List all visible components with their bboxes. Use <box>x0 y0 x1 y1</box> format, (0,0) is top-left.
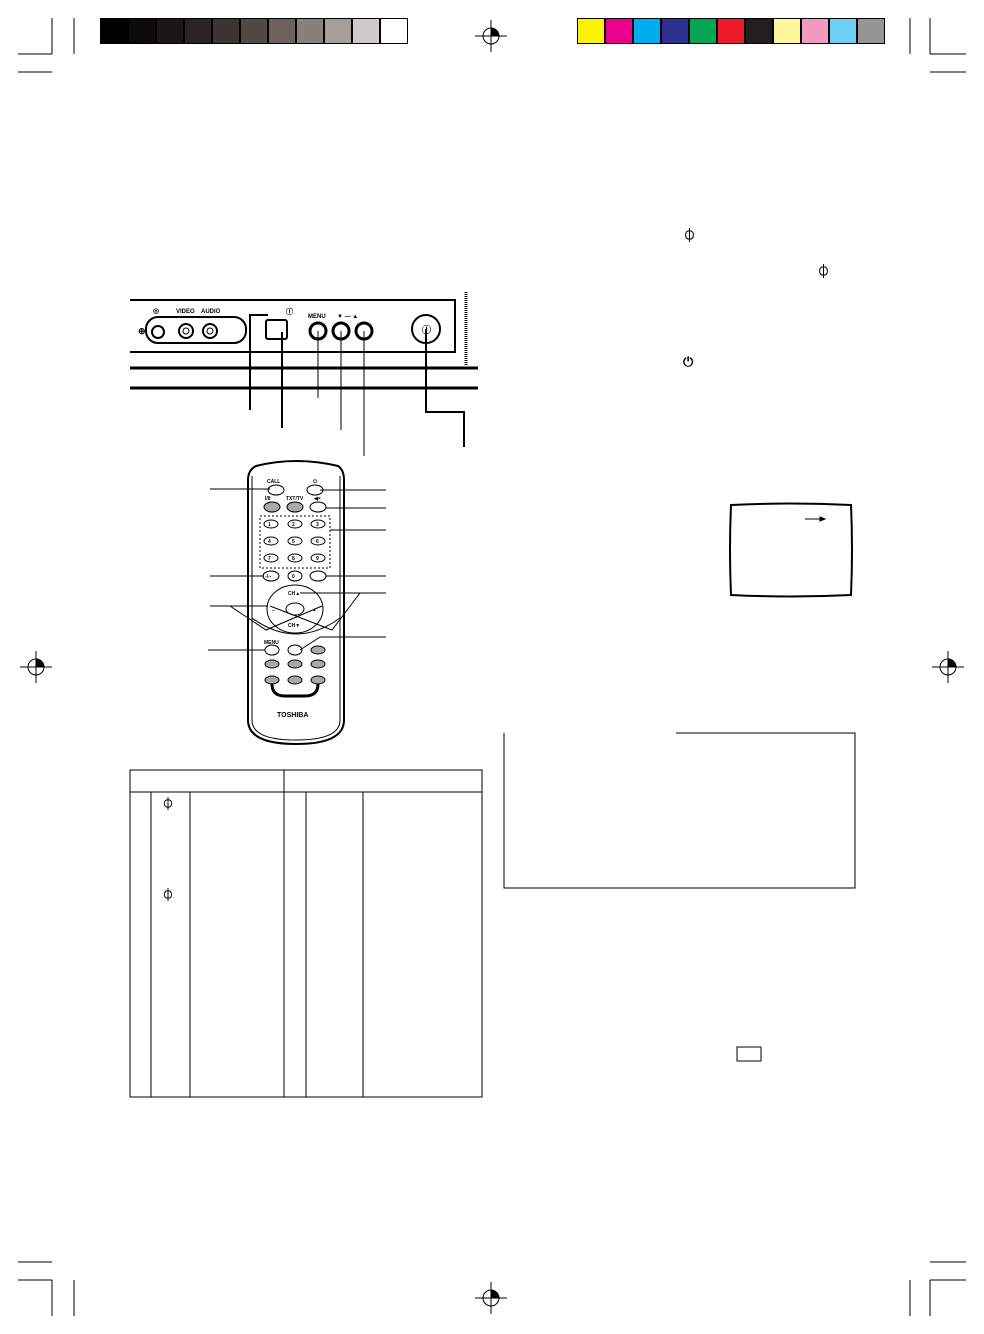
color-swatch <box>745 18 773 44</box>
color-swatch <box>156 18 184 44</box>
color-swatch <box>661 18 689 44</box>
color-swatch <box>212 18 240 44</box>
color-swatch <box>352 18 380 44</box>
txt-tv-label: TXT/TV <box>286 496 304 502</box>
power-icon: ⏀ <box>162 887 174 902</box>
brand-logo: TOSHIBA <box>277 712 308 719</box>
dual-label: I/II <box>265 496 271 502</box>
color-swatch <box>184 18 212 44</box>
screen-illustration <box>729 502 853 598</box>
digit-5: 5 <box>292 539 295 545</box>
tv-front-panel <box>130 292 478 456</box>
power-indicator-icon: Ⓘ <box>286 307 293 316</box>
digit-3: 3 <box>316 522 319 528</box>
color-swatch <box>240 18 268 44</box>
color-swatch <box>857 18 885 44</box>
ch-up-label: CH▲ <box>288 591 300 597</box>
call-label: CALL <box>267 479 280 485</box>
color-swatch <box>296 18 324 44</box>
mute-icon: ◀× <box>313 496 321 502</box>
color-swatch <box>605 18 633 44</box>
channel-label: ▼ — ▲ <box>337 314 358 320</box>
digit-6: 6 <box>316 539 319 545</box>
headphone-icon: ◎ <box>153 308 159 315</box>
digit-9: 9 <box>316 556 319 562</box>
vol-minus-label: – <box>272 608 275 614</box>
note-box <box>503 732 856 889</box>
standby-icon: ⏻ <box>313 479 317 485</box>
remote-menu-label: MENU <box>264 640 279 646</box>
video-label: VIDEO <box>176 309 195 315</box>
registration-mark-icon <box>20 20 964 1314</box>
color-swatch <box>268 18 296 44</box>
color-swatch <box>801 18 829 44</box>
color-swatch <box>324 18 352 44</box>
menu-label: MENU <box>308 314 326 320</box>
color-swatch <box>577 18 605 44</box>
color-swatch <box>773 18 801 44</box>
power-icon: Ⓘ <box>422 324 431 335</box>
digit-7: 7 <box>268 556 271 562</box>
dash-label: -/-- <box>265 574 272 580</box>
color-swatch <box>633 18 661 44</box>
digit-8: 8 <box>292 556 295 562</box>
remote-control <box>208 460 386 746</box>
digit-4: 4 <box>268 539 271 545</box>
color-swatch <box>829 18 857 44</box>
power-icon: ⏀ <box>683 228 696 243</box>
function-table <box>129 769 483 1098</box>
key-symbol-box <box>736 1046 762 1062</box>
color-swatch <box>380 18 408 44</box>
vol-plus-label: + <box>313 608 316 614</box>
power-icon: ⏀ <box>162 796 174 811</box>
color-swatch <box>128 18 156 44</box>
standby-icon: ⏻ <box>683 354 694 369</box>
digit-0: 0 <box>292 574 295 580</box>
power-icon: ⏀ <box>817 264 830 279</box>
av-input-icon: ⊕ <box>138 326 146 336</box>
digit-1: 1 <box>268 522 271 528</box>
color-swatch <box>689 18 717 44</box>
ch-down-label: CH▼ <box>288 623 300 629</box>
color-swatch <box>100 18 128 44</box>
digit-2: 2 <box>292 522 295 528</box>
color-swatch <box>717 18 745 44</box>
audio-label: AUDIO <box>201 309 221 315</box>
